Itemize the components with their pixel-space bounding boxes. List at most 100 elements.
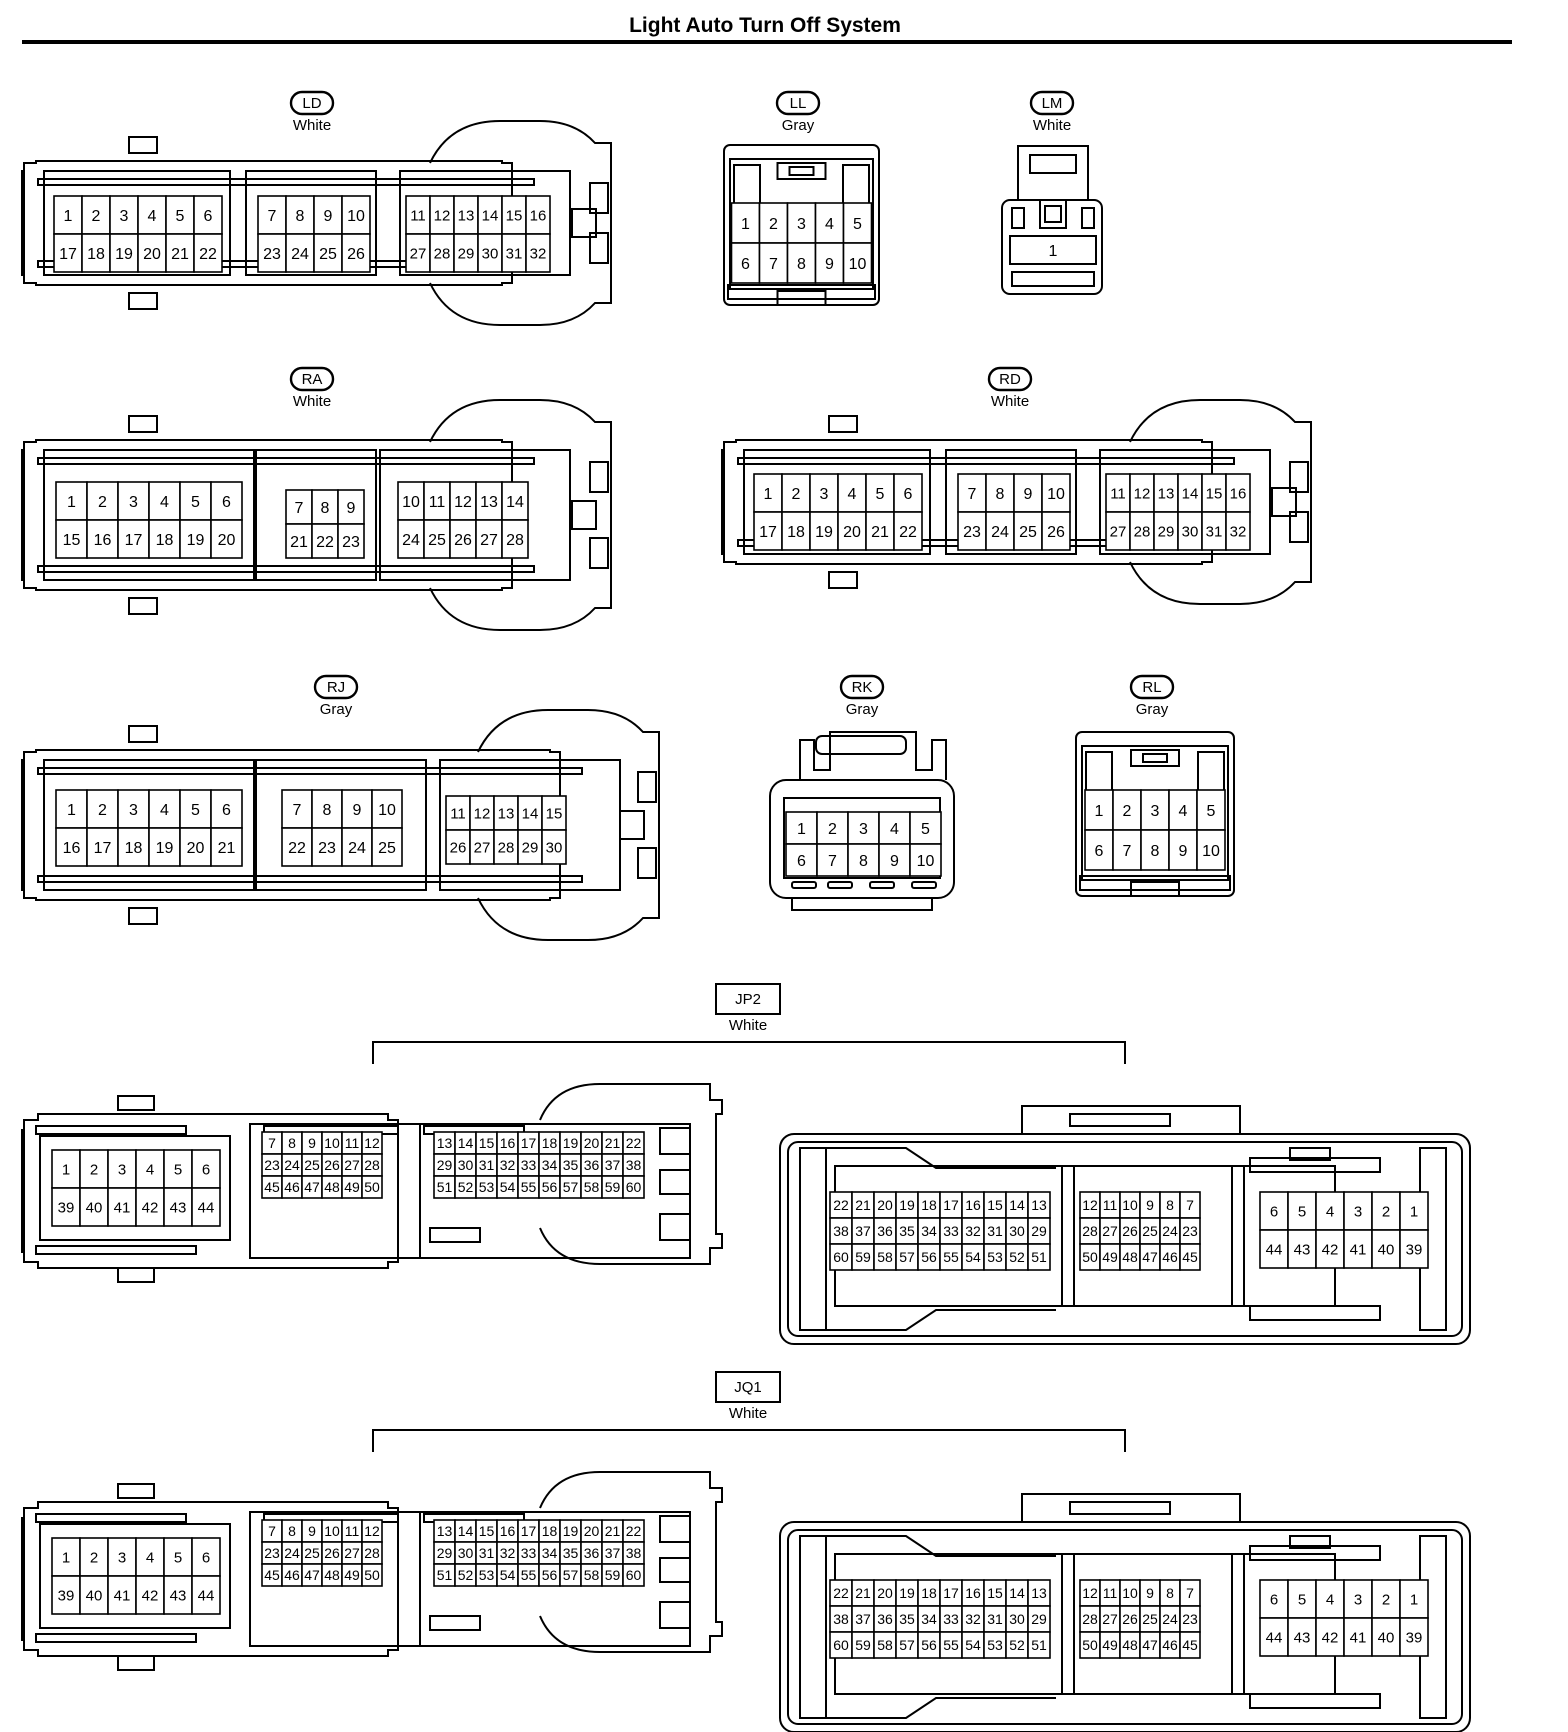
housing-part xyxy=(117,1267,155,1283)
pin-number: 13 xyxy=(458,207,475,224)
pin-number: 23 xyxy=(1182,1223,1198,1239)
pin-number: 30 xyxy=(546,839,563,856)
connector-color: White xyxy=(729,1405,767,1422)
pin-cell xyxy=(107,1575,137,1615)
housing-part xyxy=(419,1511,691,1647)
connector-color: Gray xyxy=(846,701,879,718)
pin-cell xyxy=(79,1187,109,1227)
pin-cell xyxy=(285,523,313,559)
pin-number: 32 xyxy=(965,1223,981,1239)
pin-cell xyxy=(313,233,343,273)
pin-number: 41 xyxy=(1350,1241,1367,1258)
pin-cell xyxy=(285,233,315,273)
pin-number: 13 xyxy=(1158,485,1175,502)
housing-outline xyxy=(721,449,724,555)
pin-number: 16 xyxy=(1230,485,1247,502)
pin-number: 18 xyxy=(156,532,174,549)
pin-number: 30 xyxy=(1182,523,1199,540)
housing-part xyxy=(1099,449,1271,555)
pin-number: 37 xyxy=(605,1545,621,1561)
pin-number: 42 xyxy=(1322,1241,1339,1258)
pin-number: 3 xyxy=(820,486,829,503)
pin-number: 8 xyxy=(288,1135,296,1151)
pin-number: 27 xyxy=(1102,1223,1118,1239)
pin-number: 16 xyxy=(965,1585,981,1601)
housing-part xyxy=(128,292,158,310)
pin-number: 55 xyxy=(521,1567,537,1583)
housing-part xyxy=(43,449,255,581)
pin-number: 40 xyxy=(1378,1629,1395,1646)
pin-cell xyxy=(191,1575,221,1615)
pin-number: 60 xyxy=(626,1567,642,1583)
pin-cell xyxy=(1196,789,1226,831)
pin-number: 55 xyxy=(521,1179,537,1195)
pin-number: 2 xyxy=(92,208,101,225)
pin-number: 6 xyxy=(204,208,213,225)
pin-number: 45 xyxy=(264,1179,280,1195)
pin-number: 8 xyxy=(321,500,330,517)
housing-outline xyxy=(539,1471,723,1653)
pin-number: 34 xyxy=(921,1223,937,1239)
pin-number: 60 xyxy=(833,1249,849,1265)
pin-number: 50 xyxy=(1082,1249,1098,1265)
pin-cell xyxy=(1399,1229,1429,1269)
pin-number: 22 xyxy=(626,1135,642,1151)
pin-number: 40 xyxy=(86,1199,103,1216)
pin-number: 29 xyxy=(1031,1611,1047,1627)
pin-number: 60 xyxy=(626,1179,642,1195)
housing-part xyxy=(255,759,427,891)
pin-number: 10 xyxy=(402,494,420,511)
pin-number: 32 xyxy=(500,1157,516,1173)
pin-cell xyxy=(191,1537,221,1577)
housing-outline xyxy=(826,1147,1056,1331)
pin-number: 18 xyxy=(542,1523,558,1539)
pin-number: 30 xyxy=(1009,1223,1025,1239)
housing-part xyxy=(737,457,1235,465)
pin-cell xyxy=(81,233,111,273)
housing-part xyxy=(1231,1553,1245,1695)
pin-cell xyxy=(109,195,139,235)
pin-number: 13 xyxy=(480,494,498,511)
pin-cell xyxy=(985,511,1015,551)
pin-number: 2 xyxy=(1123,803,1132,820)
pin-number: 51 xyxy=(1031,1249,1047,1265)
pin-number: 13 xyxy=(498,805,515,822)
pin-number: 43 xyxy=(1294,1241,1311,1258)
pin-cell xyxy=(842,242,873,284)
pin-cell xyxy=(117,519,150,559)
connector-id: RK xyxy=(852,679,873,696)
pin-cell xyxy=(477,233,503,273)
pin-number: 22 xyxy=(288,840,306,857)
pin-number: 3 xyxy=(1354,1203,1362,1220)
housing-outline xyxy=(1129,399,1312,605)
pin-number: 26 xyxy=(347,246,365,263)
pin-number: 31 xyxy=(987,1611,1003,1627)
pin-cell xyxy=(371,789,403,829)
pin-cell xyxy=(1084,829,1114,871)
pin-cell xyxy=(135,1149,165,1189)
pin-number: 39 xyxy=(58,1199,75,1216)
pin-cell xyxy=(622,1563,645,1587)
pin-number: 11 xyxy=(410,207,426,224)
pin-cell xyxy=(53,233,83,273)
pin-cell xyxy=(179,519,212,559)
housing-part xyxy=(35,1245,197,1255)
pin-number: 11 xyxy=(345,1135,360,1151)
pin-number: 58 xyxy=(584,1179,600,1195)
pin-number: 12 xyxy=(434,207,451,224)
pin-cell xyxy=(311,489,339,525)
pin-number: 7 xyxy=(293,802,302,819)
pin-cell xyxy=(1041,511,1071,551)
housing-part xyxy=(659,1127,691,1155)
pin-number: 25 xyxy=(304,1157,320,1173)
pin-number: 14 xyxy=(1009,1197,1025,1213)
pin-number: 57 xyxy=(899,1637,915,1653)
pin-number: 29 xyxy=(458,245,475,262)
pin-cell xyxy=(191,1187,221,1227)
pin-number: 38 xyxy=(833,1223,849,1239)
pin-cell xyxy=(525,195,551,235)
pin-number: 7 xyxy=(268,1523,276,1539)
pin-number: 46 xyxy=(1162,1637,1178,1653)
